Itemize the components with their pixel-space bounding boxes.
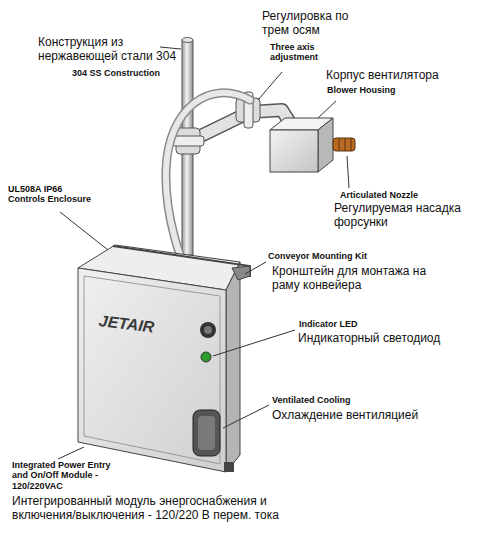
articulated-nozzle [333, 138, 355, 151]
material-label: 304 SS Construction [72, 68, 192, 78]
controls-enclosure [78, 245, 250, 472]
cooling-label: Охлаждение вентиляцией [272, 409, 462, 423]
nozzle-label: Articulated Nozzle [340, 190, 470, 200]
mounting-label: Conveyor Mounting Kit [268, 251, 418, 261]
enclosure-label: UL508A IP66 Controls Enclosure [8, 184, 100, 205]
brand-logo: JETAIR [98, 312, 190, 341]
nozzle-label: Регулируемая насадка форсунки [334, 202, 474, 230]
adjustment-label: Регулировка по трем осям [262, 10, 350, 38]
cooling-label: Ventilated Cooling [272, 395, 422, 405]
power-label: Интегрированный модуль энергоснабжения и… [12, 495, 287, 523]
power-label: Integrated Power Entry and On/Off Module… [12, 460, 120, 491]
blower-housing [270, 118, 333, 172]
led-label: Индикаторный светодиод [298, 332, 478, 346]
mounting-label: Кронштейн для монтажа на раму конвейера [272, 265, 427, 293]
led-label: Indicator LED [299, 319, 419, 329]
adjustment-label: Three axis adjustment [270, 42, 328, 63]
blower-label: Blower Housing [327, 85, 447, 95]
material-label: Конструкция из нержавеющей стали 304 [38, 36, 188, 64]
blower-label: Корпус вентилятора [326, 69, 476, 83]
